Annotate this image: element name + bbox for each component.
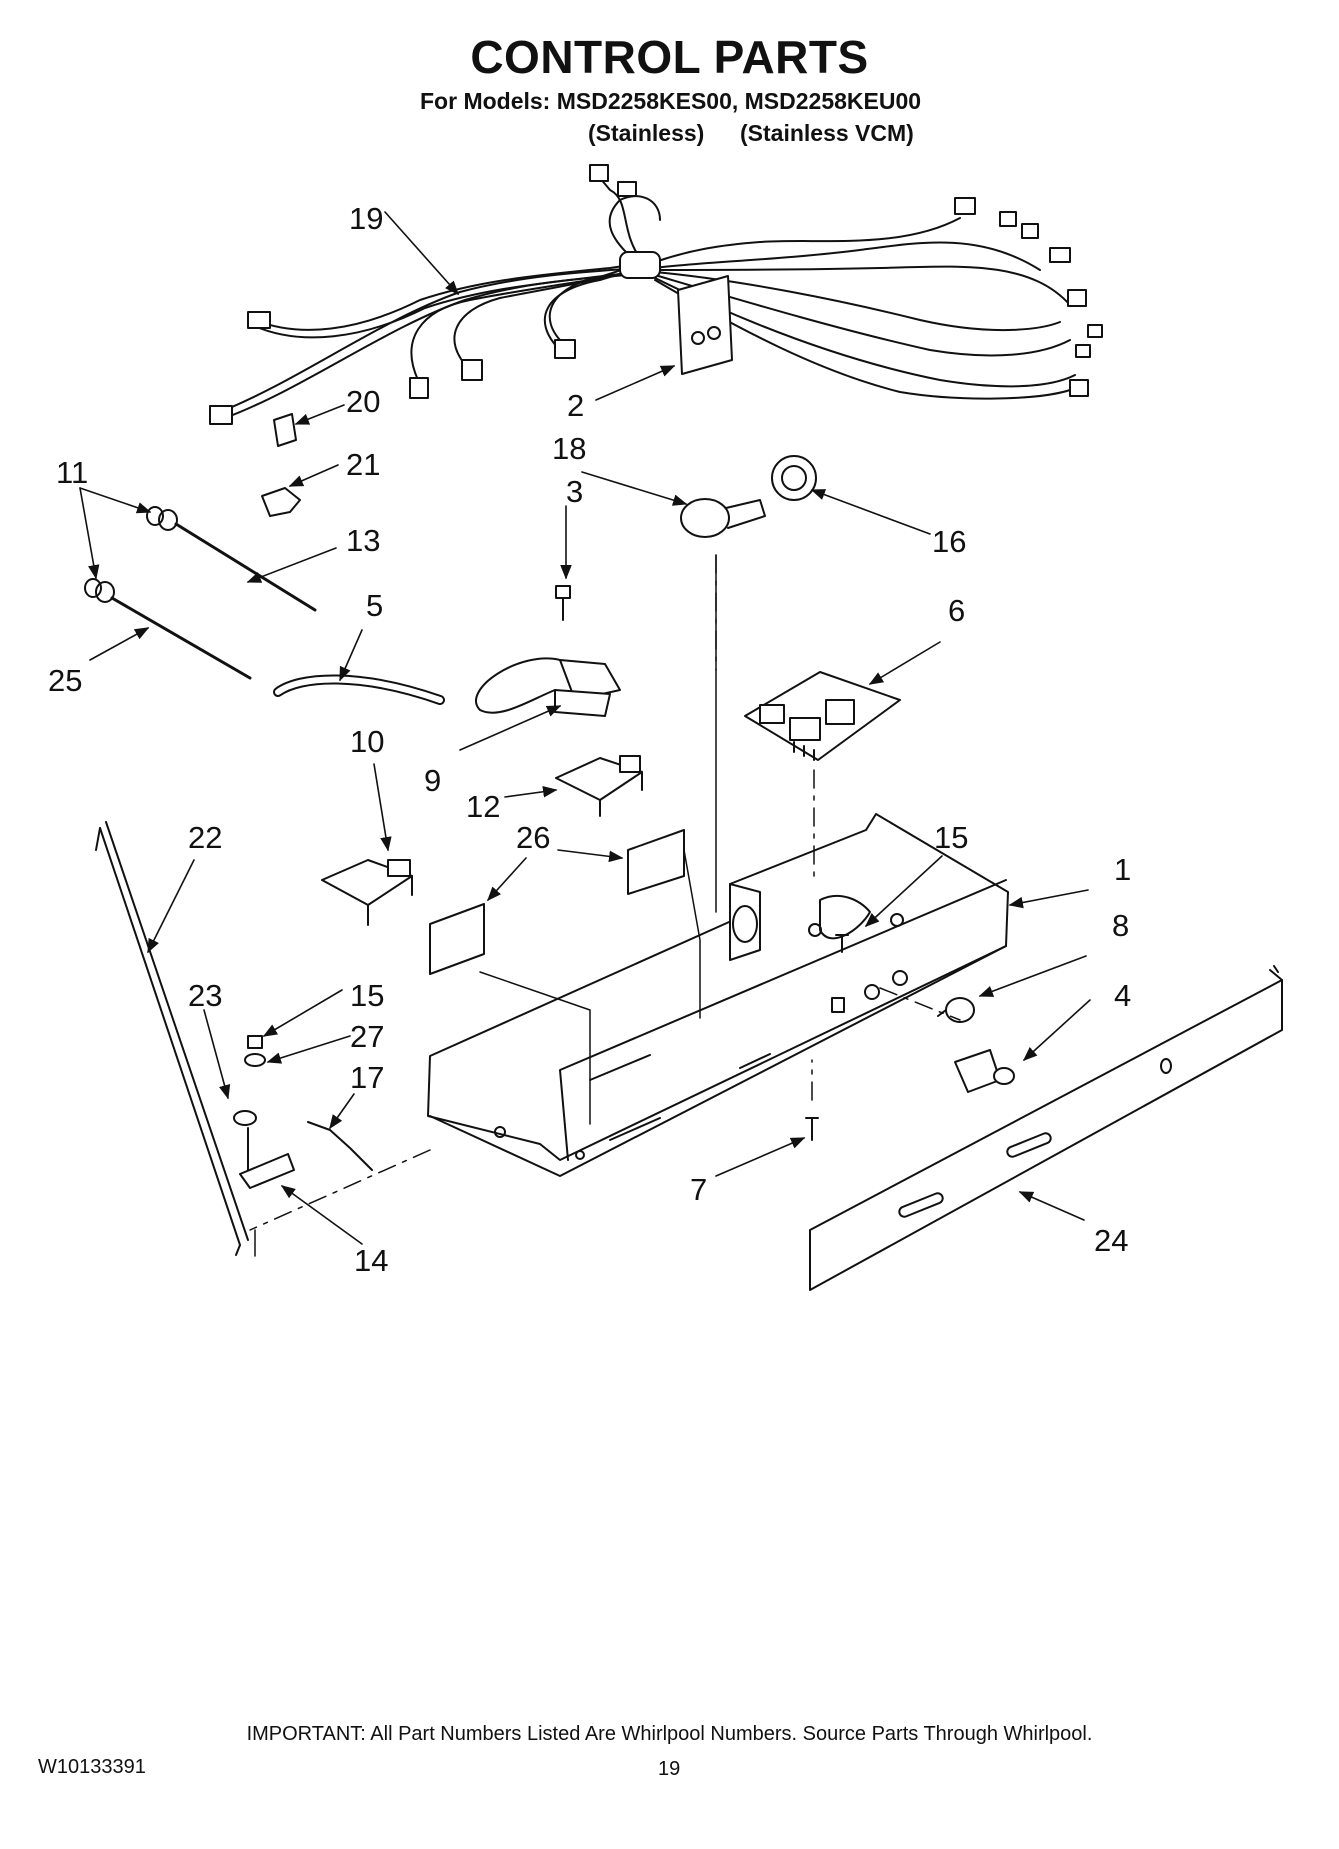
callout-26: 26 <box>516 820 550 855</box>
callout-8: 8 <box>1112 908 1129 943</box>
callout-arrows <box>79 211 1091 1245</box>
bracket-part-12 <box>555 755 643 817</box>
callout-17: 17 <box>350 1060 384 1095</box>
grommets-part-11 <box>84 506 178 603</box>
callout-22: 22 <box>188 820 222 855</box>
callout-4: 4 <box>1114 978 1131 1013</box>
bracket-part-10 <box>321 859 413 926</box>
callout-9: 9 <box>424 763 441 798</box>
socket-part-16 <box>771 455 817 501</box>
rod-part-22 <box>99 821 249 1246</box>
callout-numbers: 19 20 2 21 11 18 3 16 13 5 6 25 9 10 12 … <box>48 201 1131 1278</box>
important-note: IMPORTANT: All Part Numbers Listed Are W… <box>246 1723 1093 1745</box>
callout-25: 25 <box>48 663 82 698</box>
page-number: 19 <box>658 1758 681 1780</box>
screw-part-3 <box>555 585 571 621</box>
callout-13: 13 <box>346 523 380 558</box>
models-line: For Models: MSD2258KES00, MSD2258KEU00 <box>420 88 922 114</box>
callout-14: 14 <box>354 1243 388 1278</box>
leader-lines <box>254 554 717 1257</box>
variant-stainless-vcm: (Stainless VCM) <box>740 120 914 146</box>
trim-strip-part-24 <box>809 965 1283 1291</box>
alignment-lines <box>249 554 961 1231</box>
callout-16: 16 <box>932 524 966 559</box>
callout-3: 3 <box>566 474 583 509</box>
switch-part-4 <box>954 1049 1015 1093</box>
callout-20: 20 <box>346 384 380 419</box>
button-part-8 <box>937 997 975 1023</box>
clip-part-21 <box>261 487 301 517</box>
pad-part-2 <box>677 275 733 375</box>
clip-part-20 <box>273 413 297 447</box>
callout-23: 23 <box>188 978 222 1013</box>
callout-2: 2 <box>567 388 584 423</box>
control-board-part-6 <box>744 671 901 761</box>
callout-19: 19 <box>349 201 383 236</box>
callout-27: 27 <box>350 1019 384 1054</box>
control-housing-part-1 <box>427 813 1009 1177</box>
callout-24: 24 <box>1094 1223 1128 1258</box>
screw-part-15a <box>835 934 849 953</box>
label-part-26a <box>627 829 685 895</box>
rods-parts-13-25 <box>110 522 317 680</box>
callout-1: 1 <box>1114 852 1131 887</box>
callout-6: 6 <box>948 593 965 628</box>
callout-12: 12 <box>466 789 500 824</box>
callout-21: 21 <box>346 447 380 482</box>
document-number: W10133391 <box>38 1756 146 1778</box>
callout-10: 10 <box>350 724 384 759</box>
callout-18: 18 <box>552 431 586 466</box>
switch-part-9 <box>475 657 621 717</box>
page-title: CONTROL PARTS <box>470 31 869 83</box>
screw-part-7 <box>805 1117 819 1141</box>
wiring-harness <box>209 164 1103 425</box>
variant-stainless: (Stainless) <box>588 120 705 146</box>
callout-15b: 15 <box>350 978 384 1013</box>
wire-part-17 <box>307 1121 373 1171</box>
callout-7: 7 <box>690 1172 707 1207</box>
bulb-part-18 <box>680 498 766 538</box>
callout-5: 5 <box>366 588 383 623</box>
callout-11: 11 <box>56 455 88 490</box>
callout-15a: 15 <box>934 820 968 855</box>
label-part-26b <box>429 903 485 975</box>
hinge-hardware-parts-23-27-15 <box>233 1035 295 1189</box>
